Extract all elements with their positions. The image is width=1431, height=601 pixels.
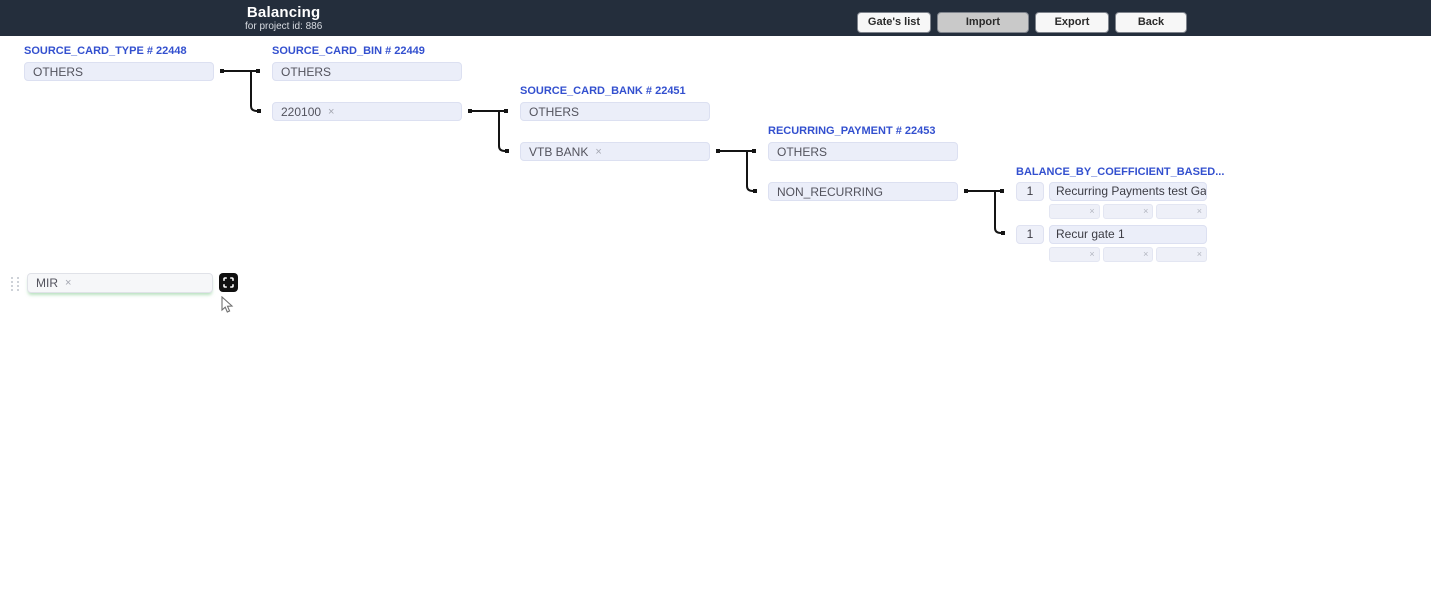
draggable-chip-mir[interactable]: MIR × (27, 273, 213, 293)
column-label-source-card-bank: SOURCE_CARD_BANK # 22451 (520, 85, 686, 97)
remove-icon[interactable]: × (1089, 206, 1095, 216)
box-text: OTHERS (529, 105, 580, 119)
remove-icon[interactable]: × (1196, 249, 1203, 259)
gate-slot[interactable]: × (1156, 204, 1208, 219)
gate-slot-row: × × × (1049, 247, 1208, 262)
value-box-non-recurring[interactable]: NON_RECURRING (768, 182, 958, 201)
box-text: NON_RECURRING (777, 185, 884, 199)
remove-icon[interactable]: × (1143, 249, 1149, 259)
expand-button[interactable] (219, 273, 238, 292)
value-box-source-card-bin-220100[interactable]: 220100 × (272, 102, 462, 121)
header-titles: Balancing for project id: 886 (245, 4, 322, 32)
remove-icon[interactable]: × (65, 276, 72, 289)
gates-list-button[interactable]: Gate's list (857, 12, 931, 33)
gate-slot[interactable]: × (1102, 204, 1154, 219)
expand-icon (223, 277, 234, 288)
box-text: 220100 (281, 105, 322, 119)
column-label-source-card-type: SOURCE_CARD_TYPE # 22448 (24, 45, 187, 57)
export-button[interactable]: Export (1035, 12, 1109, 33)
gate-slot[interactable]: × (1156, 247, 1208, 262)
gate-slot[interactable]: × (1049, 204, 1100, 219)
column-label-balance-by-coefficient: BALANCE_BY_COEFFICIENT_BASED... (1016, 166, 1225, 178)
box-text: OTHERS (281, 65, 332, 79)
remove-icon[interactable]: × (1196, 206, 1203, 216)
import-button[interactable]: Import (937, 12, 1029, 33)
value-box-source-card-bank-vtb[interactable]: VTB BANK × (520, 142, 710, 161)
value-box-source-card-bin-others[interactable]: OTHERS (272, 62, 462, 81)
value-box-source-card-type-others[interactable]: OTHERS (24, 62, 214, 81)
gate-slot-row: × × × (1049, 204, 1208, 219)
remove-icon[interactable]: × (328, 105, 335, 118)
column-label-source-card-bin: SOURCE_CARD_BIN # 22449 (272, 45, 425, 57)
remove-icon[interactable]: × (1089, 249, 1095, 259)
box-text: OTHERS (33, 65, 84, 79)
page-subtitle: for project id: 886 (245, 21, 323, 32)
page-title: Balancing (246, 4, 321, 21)
column-label-recurring-payment: RECURRING_PAYMENT # 22453 (768, 125, 936, 137)
remove-icon[interactable]: × (1143, 206, 1149, 216)
gate-slot[interactable]: × (1049, 247, 1100, 262)
back-button[interactable]: Back (1115, 12, 1187, 33)
drag-handle-icon[interactable] (10, 276, 20, 291)
gate-coefficient-input[interactable]: 1 (1016, 182, 1044, 201)
gate-name-recur-gate-1[interactable]: Recur gate 1 (1049, 225, 1207, 244)
gate-slot[interactable]: × (1102, 247, 1154, 262)
mouse-cursor (221, 296, 234, 313)
gate-name-recurring-payments-test[interactable]: Recurring Payments test Gate (1049, 182, 1207, 201)
gate-coefficient-input[interactable]: 1 (1016, 225, 1044, 244)
box-text: OTHERS (777, 145, 828, 159)
box-text: VTB BANK (529, 145, 589, 159)
header-bar: Balancing for project id: 886 Gate's lis… (0, 0, 1431, 36)
value-box-source-card-bank-others[interactable]: OTHERS (520, 102, 710, 121)
remove-icon[interactable]: × (595, 145, 602, 158)
value-box-recurring-payment-others[interactable]: OTHERS (768, 142, 958, 161)
chip-text: MIR (36, 276, 58, 290)
